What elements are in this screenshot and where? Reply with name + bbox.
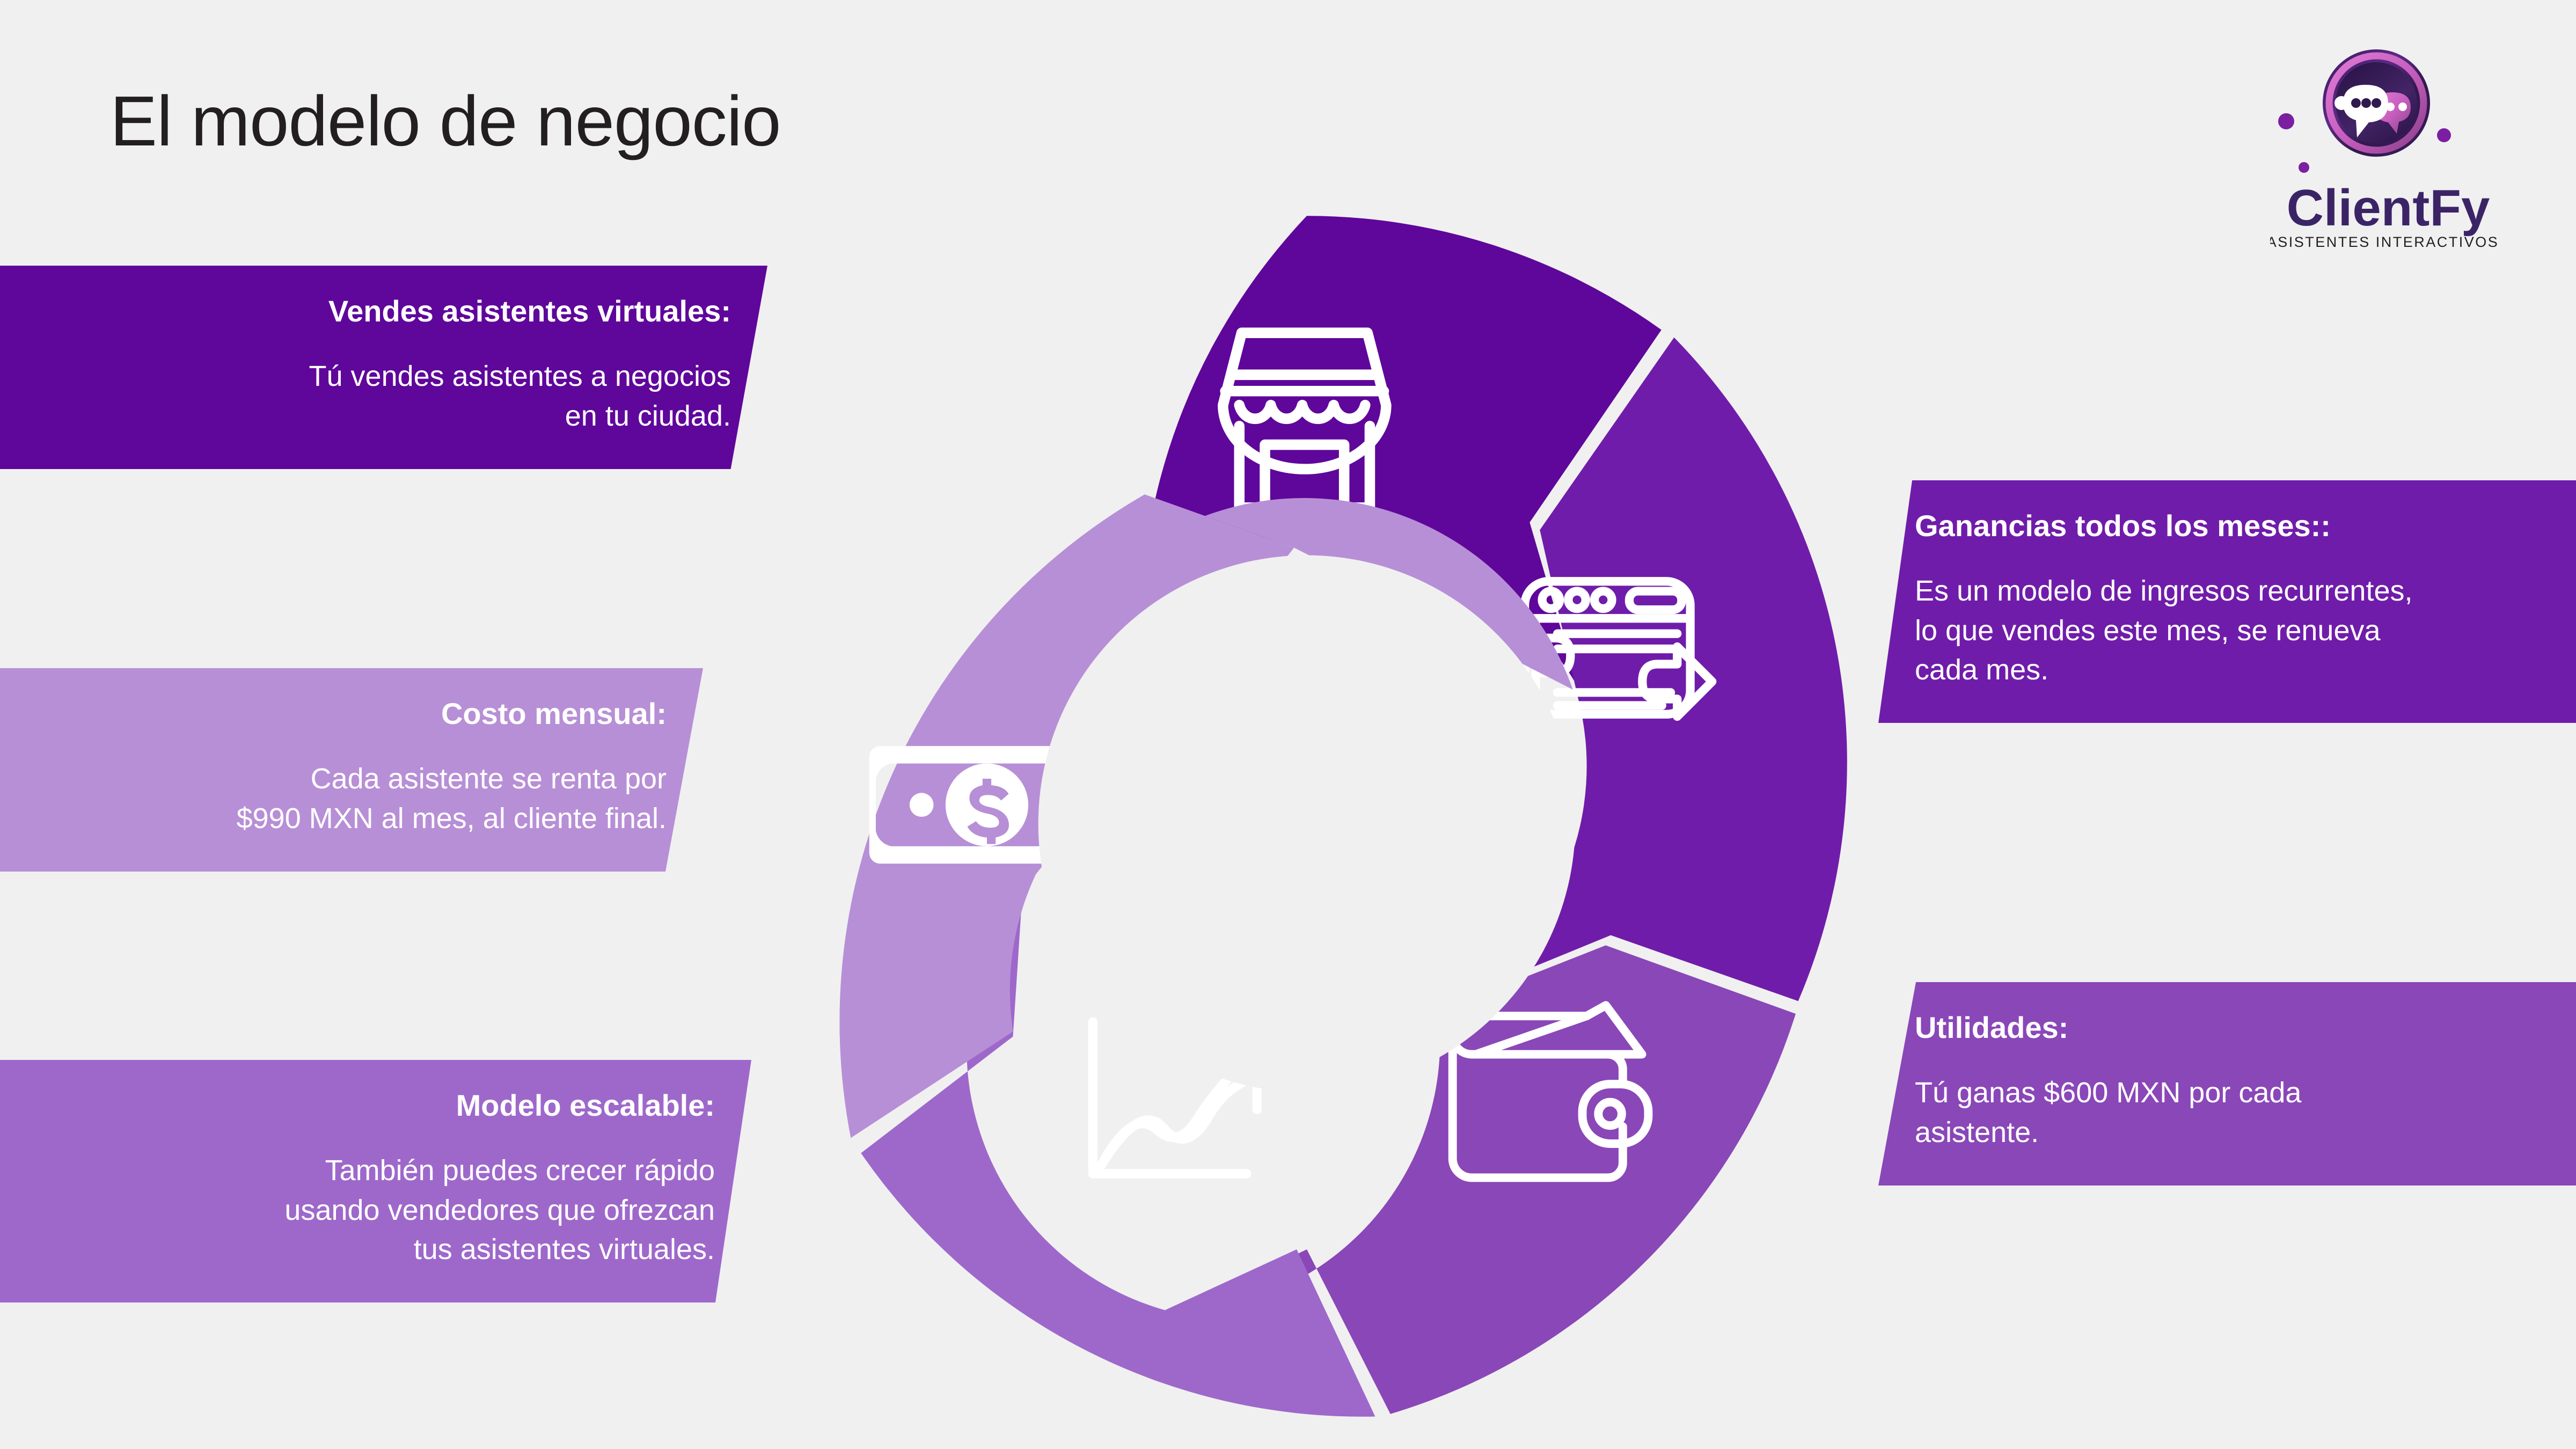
card-body: Es un modelo de ingresos recurrentes, lo… (1915, 575, 2413, 686)
wheel-segment-ganancias (1456, 337, 1847, 1001)
logo-tagline-text: ASISTENTES INTERACTIVOS (2270, 234, 2499, 250)
clientfy-logo: ClientFy ASISTENTES INTERACTIVOS (2270, 21, 2506, 284)
card-title: Costo mensual: (441, 697, 667, 730)
card-body: Tú vendes asistentes a negocios en tu ci… (309, 360, 731, 432)
wheel-center-hub (1038, 555, 1576, 1093)
card-vendes-asistentes: Vendes asistentes virtuales: Tú vendes a… (0, 266, 767, 469)
logo-brand-text: ClientFy (2287, 179, 2490, 237)
card-title: Vendes asistentes virtuales: (328, 294, 731, 328)
card-title: Modelo escalable: (456, 1088, 715, 1122)
card-ganancias-mensuales: Ganancias todos los meses:: Es un modelo… (1878, 480, 2576, 723)
logo-dot (2278, 113, 2294, 129)
card-body: Tú ganas $600 MXN por cada asistente. (1915, 1077, 2302, 1148)
card-title: Ganancias todos los meses:: (1915, 509, 2331, 543)
process-wheel-diagram (674, 191, 1940, 1449)
card-utilidades: Utilidades: Tú ganas $600 MXN por cada a… (1878, 982, 2576, 1185)
logo-dot (2437, 128, 2451, 142)
logo-dot (2299, 162, 2309, 173)
card-costo-mensual: Costo mensual: Cada asistente se renta p… (0, 668, 703, 872)
page-title: El modelo de negocio (110, 82, 781, 160)
card-modelo-escalable: Modelo escalable: También puedes crecer … (0, 1060, 751, 1303)
wheel-segment-utilidades (1177, 945, 1796, 1414)
card-body: También puedes crecer rápido usando vend… (284, 1154, 715, 1265)
recurring-browser-icon (1496, 577, 1717, 721)
card-body: Cada asistente se renta por $990 MXN al … (236, 763, 667, 835)
card-title: Utilidades: (1915, 1011, 2069, 1044)
chat-bubbles-badge-icon (2323, 49, 2430, 157)
